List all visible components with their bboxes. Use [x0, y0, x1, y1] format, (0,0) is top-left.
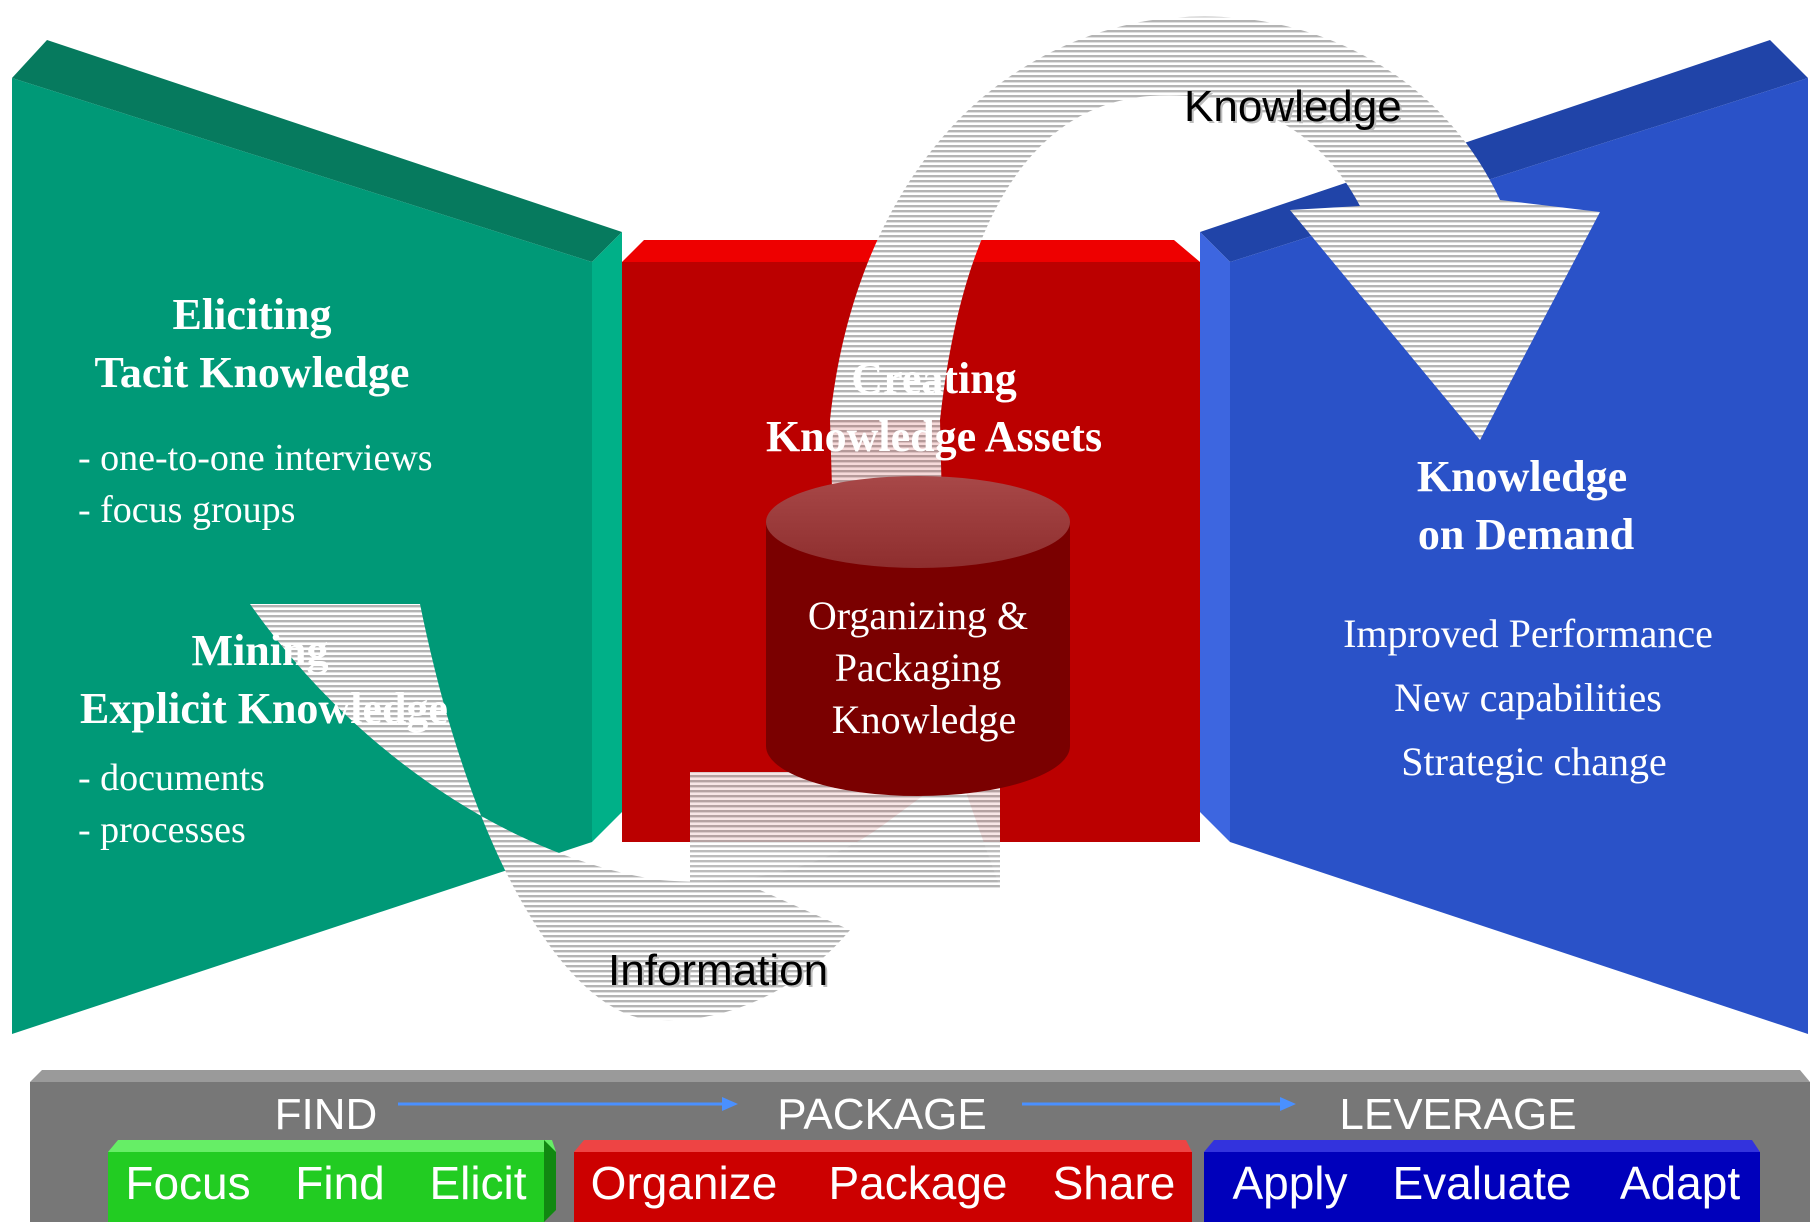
item-new-capabilities: New capabilities	[1394, 675, 1662, 720]
step-share: Share	[1052, 1157, 1176, 1209]
mining-heading-line2: Explicit Knowledge	[80, 684, 448, 733]
find-steps-box	[108, 1140, 556, 1222]
item-improved-performance: Improved Performance	[1343, 611, 1713, 656]
information-arrow	[250, 604, 1000, 1021]
bullet-focus-groups: - focus groups	[78, 489, 296, 531]
demand-heading-line2: on Demand	[1417, 510, 1635, 559]
cylinder-text-line2: Packaging	[834, 645, 1002, 690]
step-package: Package	[828, 1157, 1008, 1209]
information-arrow-label: Information	[608, 946, 829, 995]
step-elicit: Elicit	[429, 1157, 527, 1209]
step-organize: Organize	[590, 1157, 778, 1209]
creating-heading-line2: Knowledge Assets	[765, 412, 1103, 461]
step-focus: Focus	[125, 1157, 251, 1209]
step-adapt: Adapt	[1619, 1157, 1741, 1209]
mining-heading-line1: Mining	[191, 626, 329, 675]
package-steps-box	[574, 1140, 1192, 1222]
item-strategic-change: Strategic change	[1401, 739, 1667, 784]
step-find: Find	[295, 1157, 385, 1209]
stage-flow-arrows	[398, 1097, 1296, 1111]
cylinder-text-line3: Knowledge	[831, 697, 1017, 742]
database-cylinder	[766, 476, 1070, 796]
bullet-processes: - processes	[78, 809, 246, 851]
stage-find: FIND	[274, 1090, 378, 1139]
eliciting-heading-line1: Eliciting	[172, 290, 332, 339]
bullet-interviews: - one-to-one interviews	[78, 437, 433, 479]
knowledge-arrow-label: Knowledge	[1184, 82, 1402, 131]
creating-heading-line1: Creating	[851, 354, 1017, 403]
stage-leverage: LEVERAGE	[1339, 1090, 1577, 1139]
eliciting-heading-line2: Tacit Knowledge	[94, 348, 410, 397]
bullet-documents: - documents	[78, 757, 265, 799]
leverage-steps-box	[1204, 1140, 1760, 1222]
cylinder-text-line1: Organizing &	[807, 593, 1029, 638]
demand-heading-line1: Knowledge	[1416, 452, 1628, 501]
step-evaluate: Evaluate	[1392, 1157, 1572, 1209]
stage-package: PACKAGE	[777, 1090, 987, 1139]
step-apply: Apply	[1232, 1157, 1348, 1209]
